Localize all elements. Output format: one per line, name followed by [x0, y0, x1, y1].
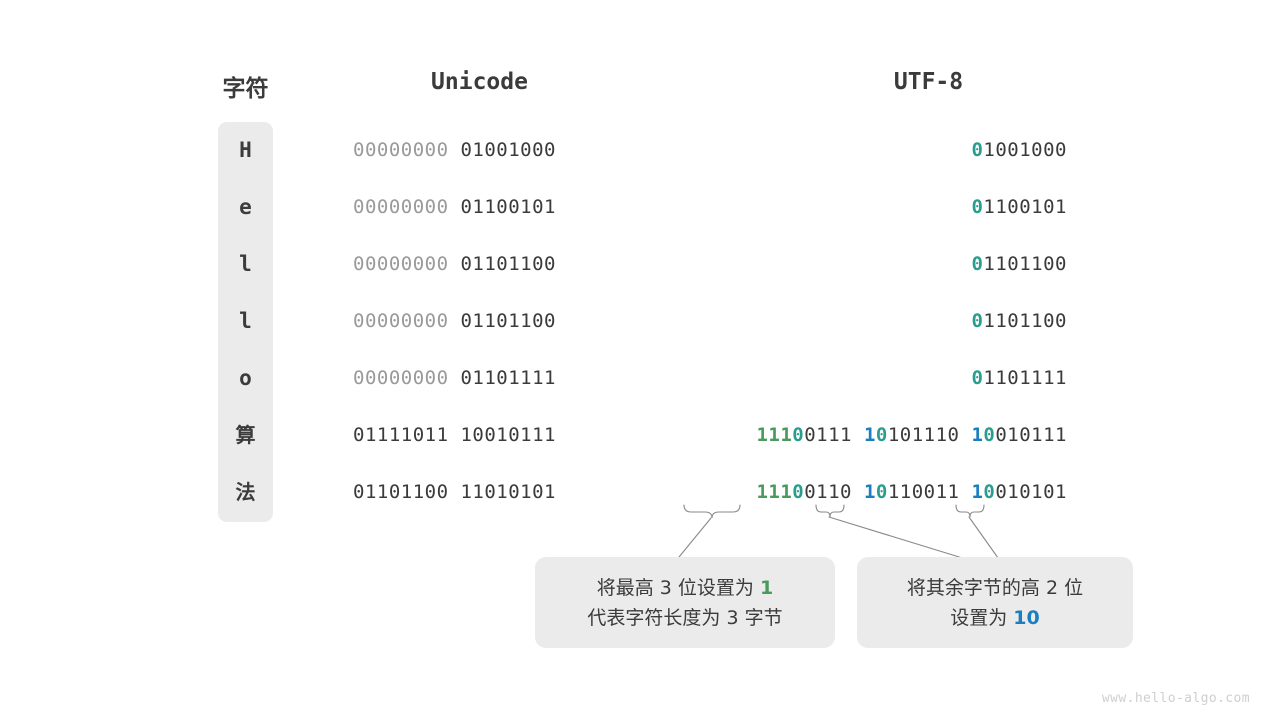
- row-character: 法: [235, 480, 256, 504]
- row-character: 算: [235, 423, 256, 447]
- row-utf8-bits: 01101100: [607, 293, 1067, 350]
- utf8-byte3-payload: 010111: [995, 424, 1067, 446]
- utf8-leading-zero: 0: [971, 367, 984, 389]
- table-row: 法 01101100 11010101 11100110 10110011 10…: [0, 464, 1280, 521]
- leader-line-length-prefix: [678, 517, 712, 558]
- unicode-high-byte: 01101100: [353, 481, 449, 503]
- callout-right-line-2: 设置为 10: [950, 603, 1040, 633]
- table-row: l 00000000 01101100 01101100: [0, 236, 1280, 293]
- utf8-cont-marker-one: 1: [863, 424, 876, 446]
- row-unicode-bits: 00000000 01100101: [353, 179, 606, 236]
- row-character: H: [239, 138, 252, 162]
- utf8-cont-marker-zero: 0: [983, 424, 996, 446]
- unicode-low-byte: 01001000: [460, 139, 556, 161]
- utf8-cont-marker-one: 1: [863, 481, 876, 503]
- row-unicode-bits: 00000000 01101111: [353, 350, 606, 407]
- row-utf8-bits: 01101111: [607, 350, 1067, 407]
- unicode-high-byte: 01111011: [353, 424, 449, 446]
- utf8-byte3-payload: 010101: [995, 481, 1067, 503]
- table-row: e 00000000 01100101 01100101: [0, 179, 1280, 236]
- callout-continuation-marker: 将其余字节的高 2 位 设置为 10: [857, 557, 1133, 648]
- row-utf8-bits: 11100111 10101110 10010111: [607, 407, 1067, 464]
- callout-left-line-2: 代表字符长度为 3 字节: [587, 606, 783, 629]
- utf8-cont-marker-one: 1: [971, 424, 984, 446]
- row-utf8-bits: 01001000: [607, 122, 1067, 179]
- utf8-leading-zero: 0: [971, 253, 984, 275]
- callout-right-line-2-text: 设置为: [950, 606, 1014, 629]
- utf8-byte2-payload: 110011: [887, 481, 960, 503]
- utf8-byte2-payload: 101110: [887, 424, 960, 446]
- table-row: o 00000000 01101111 01101111: [0, 350, 1280, 407]
- callout-right-line-1: 将其余字节的高 2 位: [906, 576, 1084, 599]
- utf8-leading-zero: 0: [971, 139, 984, 161]
- row-utf8-bits: 01101100: [607, 236, 1067, 293]
- row-unicode-bits: 01111011 10010111: [353, 407, 606, 464]
- callout-length-prefix: 将最高 3 位设置为 1 代表字符长度为 3 字节: [535, 557, 835, 648]
- utf8-payload-bits: 1101111: [983, 367, 1067, 389]
- unicode-low-byte: 01101100: [460, 253, 556, 275]
- row-utf8-bits: 11100110 10110011 10010101: [607, 464, 1067, 521]
- row-character: l: [239, 309, 252, 333]
- unicode-high-byte: 00000000: [353, 367, 449, 389]
- row-character: e: [239, 195, 252, 219]
- watermark: www.hello-algo.com: [1101, 691, 1250, 706]
- column-header-unicode: Unicode: [431, 69, 528, 95]
- row-unicode-bits: 00000000 01001000: [353, 122, 606, 179]
- unicode-high-byte: 00000000: [353, 139, 449, 161]
- utf8-prefix-terminator: 0: [792, 424, 805, 446]
- utf8-payload-bits: 1001000: [983, 139, 1067, 161]
- callout-left-highlight: 1: [759, 576, 774, 599]
- callout-left-line-1: 将最高 3 位设置为 1: [597, 573, 773, 603]
- column-header-character: 字符: [222, 76, 269, 102]
- row-character: o: [239, 366, 252, 390]
- unicode-high-byte: 00000000: [353, 253, 449, 275]
- utf8-cont-marker-zero: 0: [875, 424, 888, 446]
- row-utf8-bits: 01100101: [607, 179, 1067, 236]
- utf8-payload-bits: 1101100: [983, 253, 1067, 275]
- table-row: H 00000000 01001000 01001000: [0, 122, 1280, 179]
- callout-left-line-1-text: 将最高 3 位设置为: [596, 576, 760, 599]
- utf8-payload-bits: 1100101: [983, 196, 1067, 218]
- unicode-high-byte: 00000000: [353, 196, 449, 218]
- utf8-cont-marker-zero: 0: [875, 481, 888, 503]
- utf8-length-prefix: 111: [756, 424, 793, 446]
- utf8-leading-zero: 0: [971, 310, 984, 332]
- unicode-low-byte: 01100101: [460, 196, 556, 218]
- row-unicode-bits: 00000000 01101100: [353, 236, 606, 293]
- utf8-byte1-payload: 0110: [804, 481, 852, 503]
- table-row: 算 01111011 10010111 11100111 10101110 10…: [0, 407, 1280, 464]
- utf8-byte1-payload: 0111: [804, 424, 852, 446]
- table-row: l 00000000 01101100 01101100: [0, 293, 1280, 350]
- unicode-low-byte: 01101111: [460, 367, 556, 389]
- callout-right-highlight: 10: [1013, 606, 1040, 629]
- utf8-payload-bits: 1101100: [983, 310, 1067, 332]
- unicode-low-byte: 11010101: [460, 481, 556, 503]
- unicode-high-byte: 00000000: [353, 310, 449, 332]
- unicode-low-byte: 10010111: [460, 424, 556, 446]
- utf8-prefix-terminator: 0: [792, 481, 805, 503]
- utf8-leading-zero: 0: [971, 196, 984, 218]
- column-header-utf8: UTF-8: [893, 69, 964, 95]
- utf8-length-prefix: 111: [756, 481, 793, 503]
- row-unicode-bits: 01101100 11010101: [353, 464, 606, 521]
- row-unicode-bits: 00000000 01101100: [353, 293, 606, 350]
- unicode-low-byte: 01101100: [460, 310, 556, 332]
- utf8-cont-marker-one: 1: [971, 481, 984, 503]
- row-character: l: [239, 252, 252, 276]
- utf8-cont-marker-zero: 0: [983, 481, 996, 503]
- character-column-panel: [218, 122, 273, 522]
